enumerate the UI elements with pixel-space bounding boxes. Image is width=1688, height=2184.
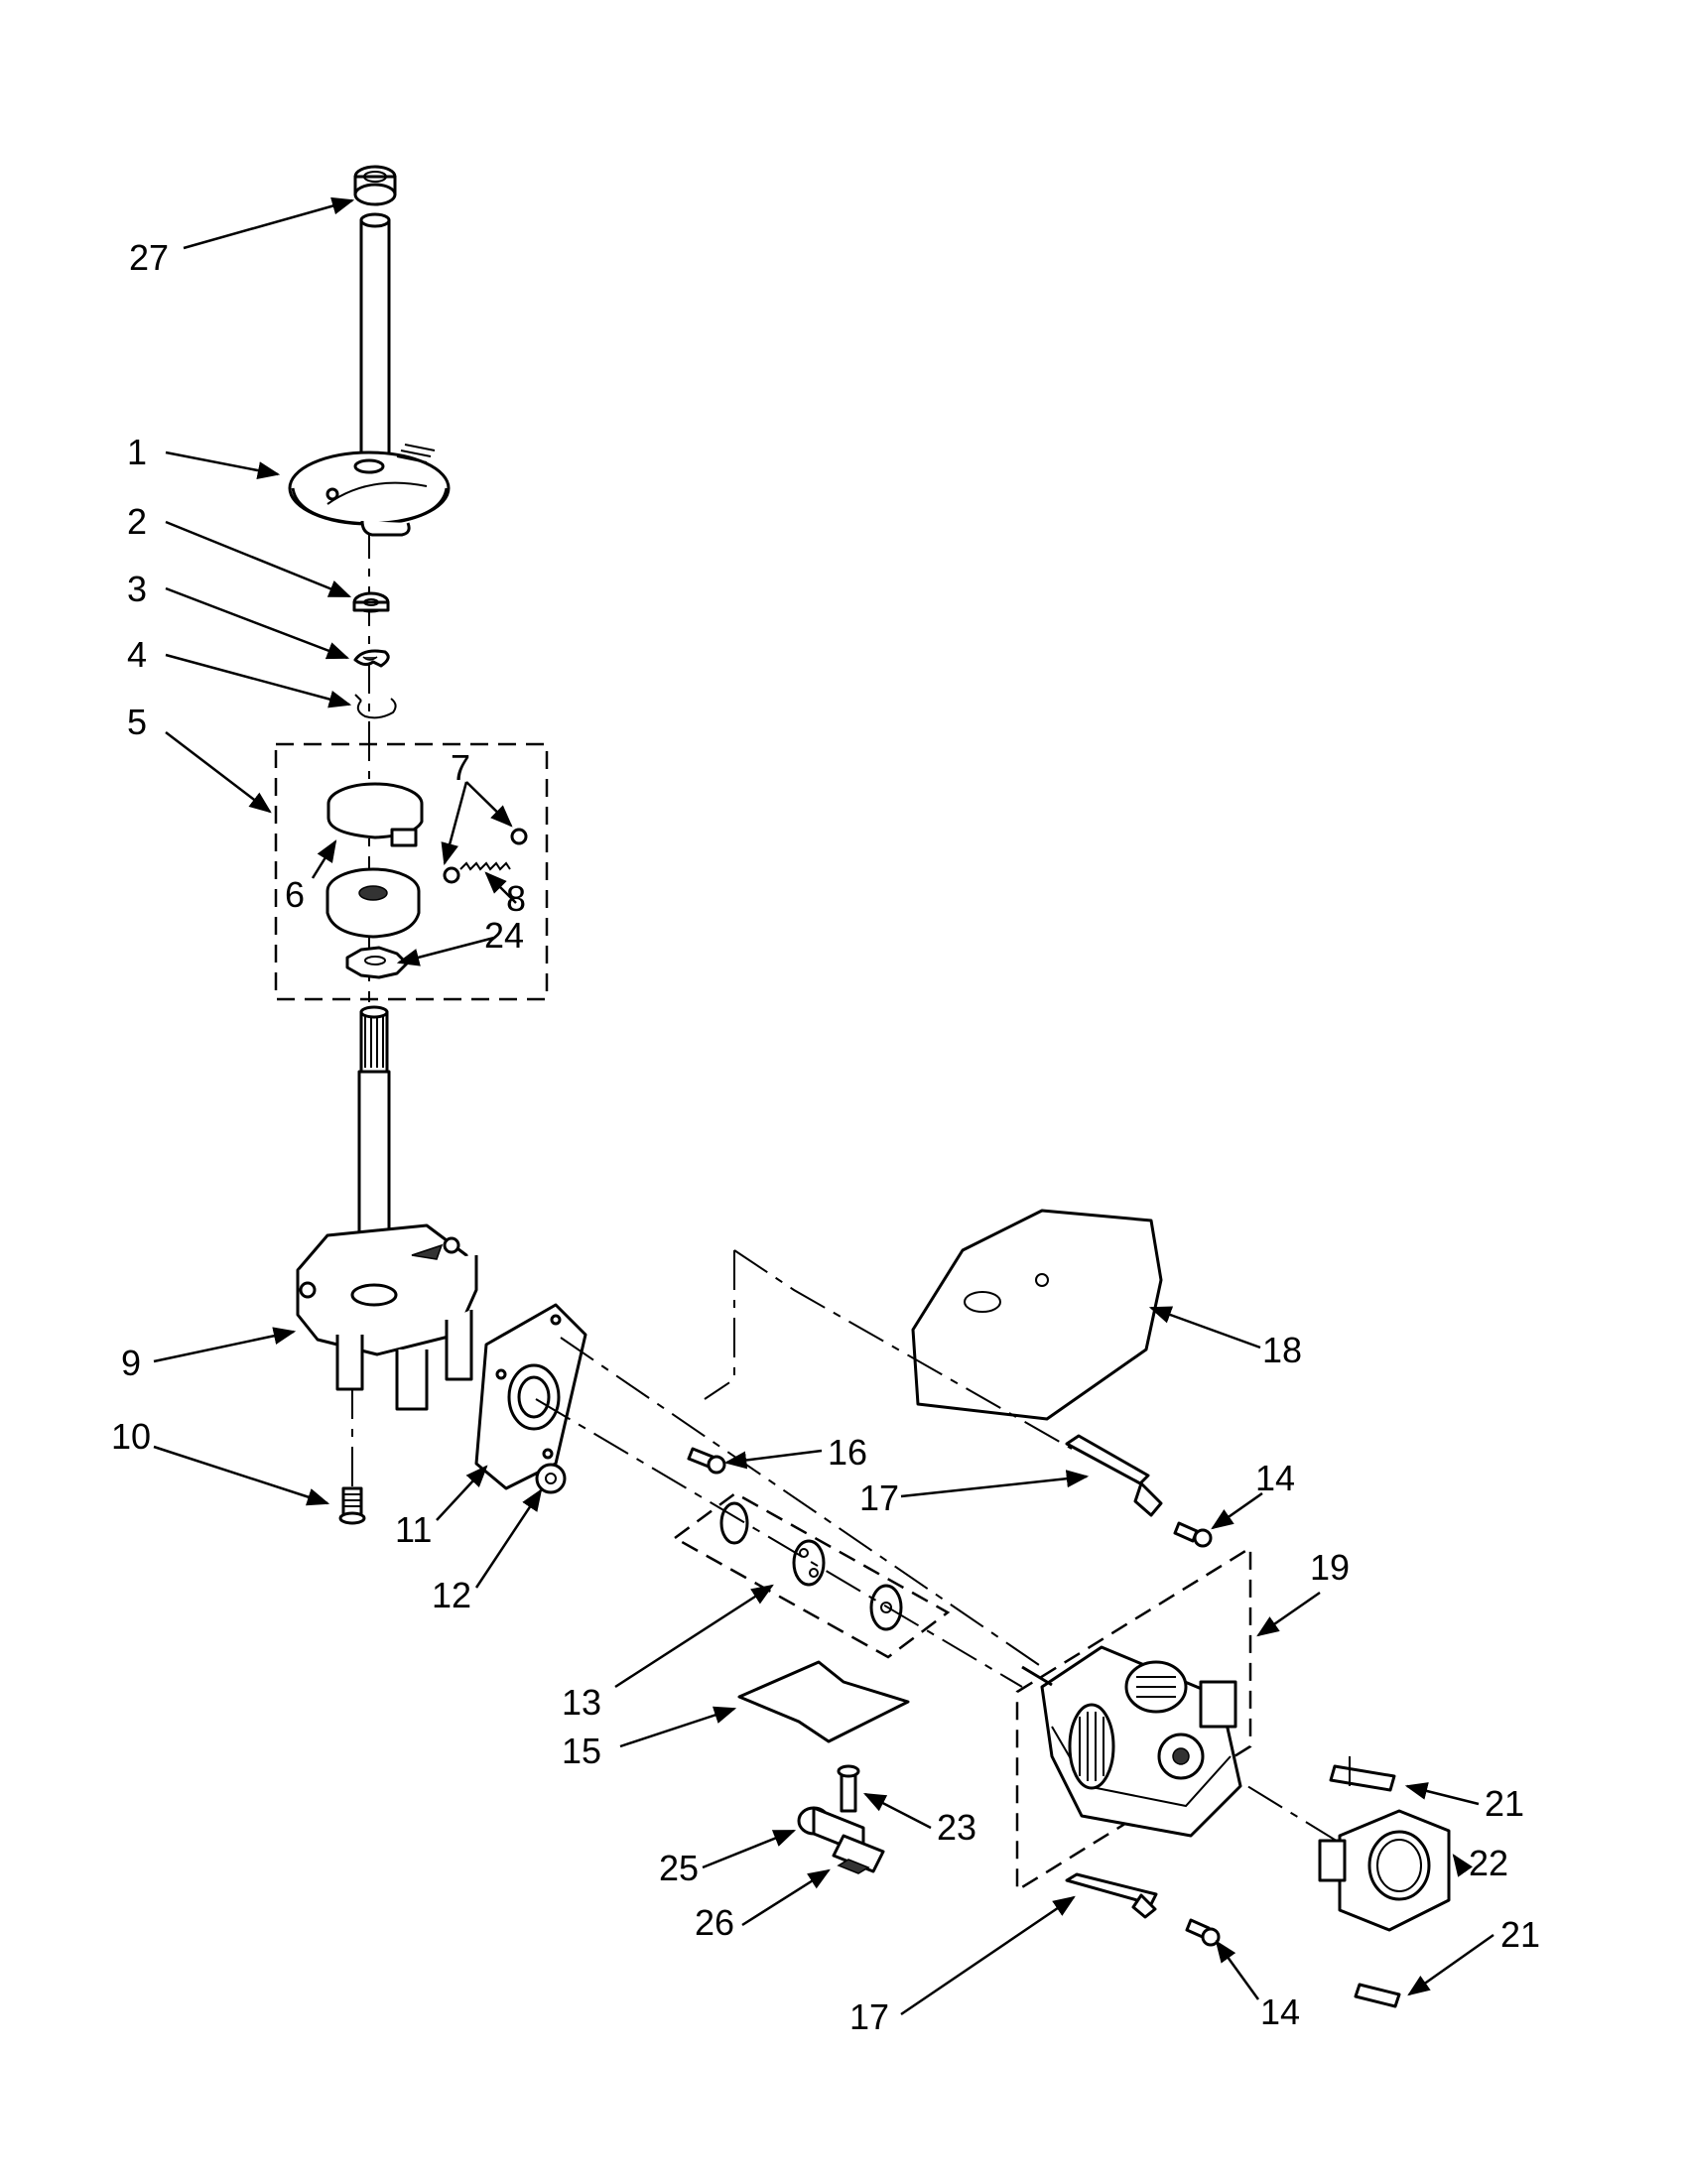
assembly-line-c [560,1337,1043,1668]
screw-part-23 [837,1764,860,1813]
callout-17-upper: 17 [859,1477,899,1518]
motor-bracket-lower-part [1065,1872,1158,1919]
gearcase-part [296,1223,478,1411]
callout-27: 27 [129,237,169,278]
callout-22: 22 [1469,1843,1508,1883]
brake-cam-part [288,444,451,537]
coupling-kit-dashed-box [672,1491,951,1659]
leader-lines [153,196,1494,2016]
coupling-parts [719,1501,903,1631]
shield-part [737,1660,910,1743]
assembly-line-d [535,1398,1023,1688]
pump-part [1318,1809,1451,1932]
callout-24: 24 [484,915,524,956]
bolt-part-14-lower [1185,1918,1221,1947]
capacitor-strap-part [832,1834,885,1874]
motor-shield-part [911,1209,1163,1421]
callout-21-lower: 21 [1500,1914,1540,1955]
brake-kit-dashed-box [274,742,549,1001]
callout-14-lower: 14 [1260,1991,1300,2032]
callout-3: 3 [127,569,147,609]
callout-6: 6 [285,874,305,915]
adapter-plate-part [474,1303,587,1490]
callout-16: 16 [828,1432,867,1473]
pump-clip-lower-part [1354,1983,1401,2008]
hub-part [325,867,421,939]
spring-parts [443,828,528,884]
shield-hole-large [964,1291,1001,1313]
assembly-line-a [704,1250,735,1400]
callout-1: 1 [127,432,147,472]
callout-14-upper: 14 [1255,1458,1295,1498]
retaining-ring-part [354,694,397,719]
pump-clip-upper-part [1329,1756,1396,1792]
callout-11: 11 [395,1509,432,1550]
motor-bracket-upper-part [1065,1434,1163,1517]
callout-4: 4 [127,634,147,675]
shield-hole-small [1035,1273,1049,1287]
callout-12: 12 [432,1575,471,1615]
callout-18: 18 [1262,1330,1302,1370]
callout-17-lower: 17 [849,1996,889,2037]
clip-part [353,649,390,668]
bolt-part-14-upper [1173,1521,1213,1548]
callout-2: 2 [127,501,147,542]
callout-21-upper: 21 [1485,1783,1524,1824]
callout-23: 23 [937,1807,976,1848]
nut-part [535,1463,567,1494]
callout-26: 26 [695,1902,734,1943]
callout-5: 5 [127,702,147,742]
motor-part [1021,1645,1242,1838]
washer-part [352,591,390,613]
callout-7: 7 [451,747,470,788]
assembly-line-b [733,1249,1073,1450]
callout-9: 9 [121,1343,141,1383]
bolt-part-16 [687,1447,726,1475]
star-washer-part [345,946,409,979]
callout-15: 15 [562,1731,601,1771]
motor-kit-dashed-box [1015,1545,1252,1893]
tube-part [359,212,391,465]
seal-part [353,165,397,206]
callout-19: 19 [1310,1547,1350,1588]
brake-band-part [326,782,424,847]
callout-8: 8 [506,878,526,919]
callout-25: 25 [659,1848,699,1888]
callout-13: 13 [562,1682,601,1723]
screw-part-10 [338,1486,366,1525]
callout-10: 10 [111,1416,151,1457]
